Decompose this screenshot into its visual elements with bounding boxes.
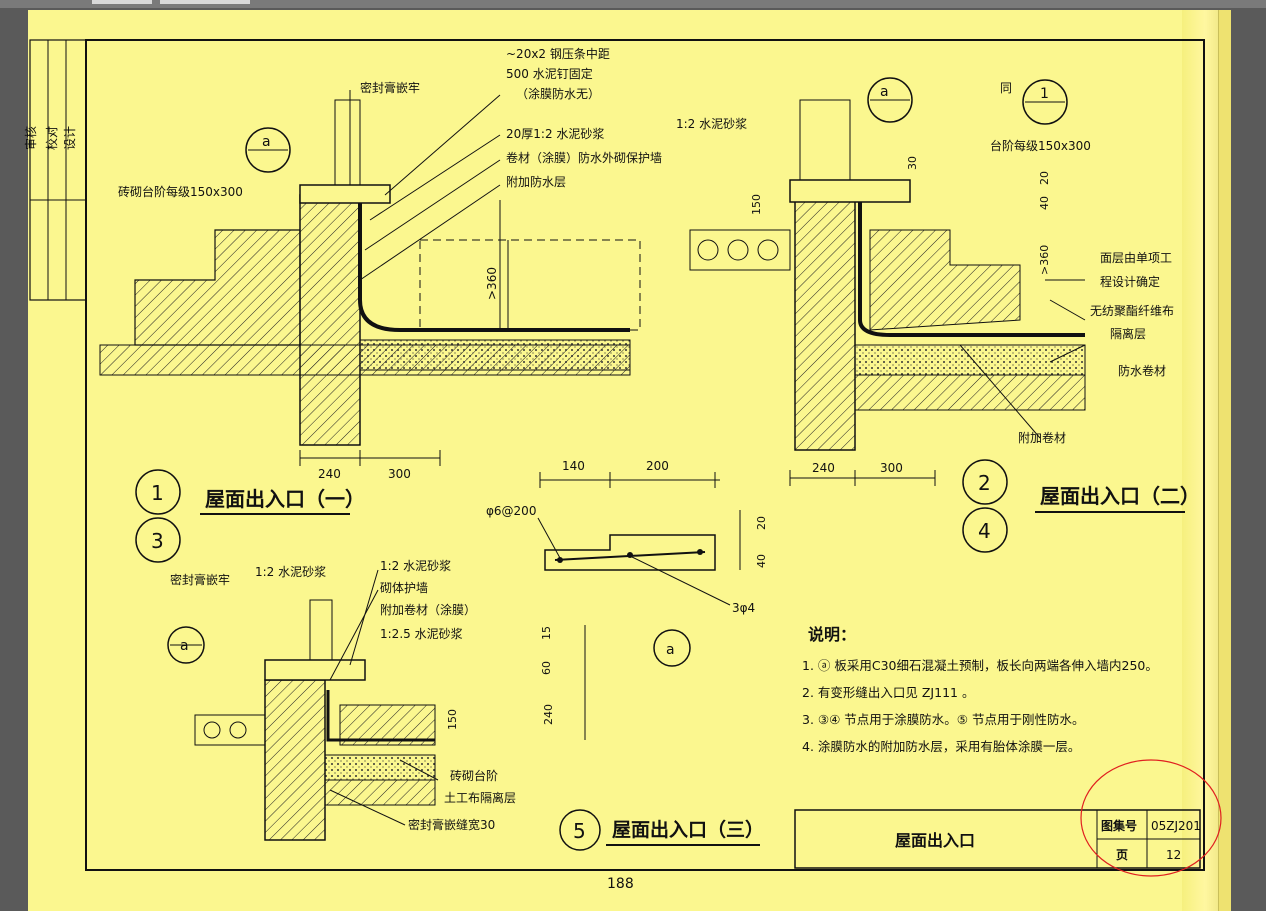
detail1-note: ~20x2 钢压条中距 [506, 46, 610, 61]
drawing-frame [85, 39, 1205, 871]
detail2-note: 无纺聚酯纤维布 [1090, 304, 1174, 318]
detail1-note: 附加防水层 [506, 174, 566, 189]
detail1-seal-label: 密封膏嵌牢 [360, 80, 420, 95]
explanation-item: 4. 涂膜防水的附加防水层，采用有胎体涂膜一层。 [802, 739, 1080, 754]
detail-number-circle [962, 459, 1008, 505]
detail2-dim-v: 150 [750, 194, 763, 215]
explanation-item: 3. ③④ 节点用于涂膜防水。⑤ 节点用于刚性防水。 [802, 712, 1084, 727]
detail2-dim-v: >360 [1038, 245, 1051, 275]
detail2-note: 隔离层 [1110, 326, 1146, 341]
detail-a-drawing [537, 472, 741, 667]
detail5-seal2-label: 密封膏嵌缝宽30 [408, 817, 495, 832]
page-edge [1218, 10, 1231, 911]
detail1-note: 卷材（涂膜）防水外砌保护墙 [506, 150, 662, 165]
detail-number-circle [962, 507, 1008, 553]
detail1-dim: 300 [388, 467, 411, 481]
detail-2-drawing [689, 77, 1086, 486]
detail1-dim-height: >360 [485, 267, 499, 300]
page-value: 12 [1166, 848, 1181, 862]
atlas-label: 图集号 [1101, 818, 1137, 833]
page-number: 188 [607, 876, 634, 892]
detail-a-dim-v: 20 [755, 516, 768, 530]
detail5-note: 1:2 水泥砂浆 [380, 558, 451, 573]
detail-number: 2 [978, 471, 991, 495]
detail-number: 5 [573, 819, 586, 843]
side-signature-block: 审核 校对 设计 [23, 39, 87, 301]
viewer-tab[interactable] [92, 0, 152, 4]
side-label: 设计 [63, 126, 77, 150]
detail2-mortar-label: 1:2 水泥砂浆 [676, 116, 747, 131]
detail-number: 1 [151, 481, 164, 505]
detail2-note: 防水卷材 [1118, 363, 1166, 378]
detail-a-dim: 200 [646, 459, 669, 473]
drawing-page [28, 10, 1228, 911]
explanation-heading: 说明： [808, 625, 856, 644]
detail-number-circle [135, 469, 181, 515]
explanation-item: 1. ⓐ 板采用C30细石混凝土预制，板长向两端各伸入墙内250。 [802, 658, 1158, 673]
detail-a-label: a [666, 642, 675, 658]
detail-a-dim-v: 40 [755, 554, 768, 568]
detail2-dim-v: 40 [1038, 196, 1051, 210]
title-block [794, 809, 1201, 869]
detail5-bottom-note: 土工布隔离层 [444, 790, 516, 805]
detail2-dim: 240 [812, 461, 835, 475]
side-label: 校对 [44, 126, 59, 150]
detail2-title: 屋面出入口（二） [1040, 484, 1200, 508]
detail1-dim: 240 [318, 467, 341, 481]
detail-1-drawing: a [99, 90, 641, 466]
detail2-note: 程设计确定 [1100, 274, 1160, 289]
callout-label: a [262, 134, 271, 150]
detail1-note: 500 水泥钉固定 [506, 66, 593, 81]
page-label: 页 [1116, 848, 1128, 862]
detail2-steps-label: 台阶每级150x300 [990, 138, 1091, 153]
detail-a-dim: 140 [562, 459, 585, 473]
callout-label: 1 [1040, 86, 1049, 102]
detail2-note: 附加卷材 [1018, 430, 1066, 445]
detail5-dim-v: 240 [542, 704, 555, 725]
viewer-top-bar [0, 0, 1266, 8]
detail5-bottom-note: 砖砌台阶 [450, 768, 498, 783]
detail5-mortar-label: 1:2 水泥砂浆 [255, 564, 326, 579]
detail-a-rebar: φ6@200 [486, 504, 536, 518]
explanation-item: 2. 有变形缝出入口见 ZJ111 。 [802, 685, 974, 700]
detail1-note: 20厚1:2 水泥砂浆 [506, 126, 604, 141]
detail1-note: （涂膜防水无） [516, 86, 600, 101]
detail5-title: 屋面出入口（三） [612, 818, 764, 841]
viewer-tab[interactable] [160, 0, 250, 4]
detail2-same-label: 同 [1000, 81, 1012, 95]
callout-label: a [180, 638, 189, 654]
detail5-note: 1:2.5 水泥砂浆 [380, 626, 463, 641]
detail5-seal-label: 密封膏嵌牢 [170, 572, 230, 587]
title-block-title: 屋面出入口 [895, 831, 975, 850]
detail-number: 4 [978, 519, 991, 543]
detail1-steps-label: 砖砌台阶每级150x300 [118, 184, 243, 199]
detail2-dim-v: 20 [1038, 171, 1051, 185]
detail2-dim-v: 30 [906, 156, 919, 170]
side-label: 审核 [23, 126, 38, 150]
callout-label: a [880, 84, 889, 100]
detail5-dim-v: 60 [540, 661, 553, 675]
detail-5-drawing [167, 569, 586, 841]
detail1-title: 屋面出入口（一） [205, 487, 365, 511]
detail-number-circle [135, 517, 181, 563]
detail5-dim-v: 15 [540, 626, 553, 640]
detail-number-circle [559, 809, 601, 851]
detail2-note: 面层由单项工 [1100, 251, 1172, 265]
annotation-circle [1080, 759, 1222, 877]
detail2-dim: 300 [880, 461, 903, 475]
detail-a-rebar2: 3φ4 [732, 601, 755, 615]
detail-number: 3 [151, 529, 164, 553]
detail5-note: 砌体护墙 [380, 581, 428, 595]
detail5-dim-v: 150 [446, 709, 459, 730]
detail5-note: 附加卷材（涂膜） [380, 602, 476, 617]
atlas-value: 05ZJ201 [1151, 819, 1201, 833]
